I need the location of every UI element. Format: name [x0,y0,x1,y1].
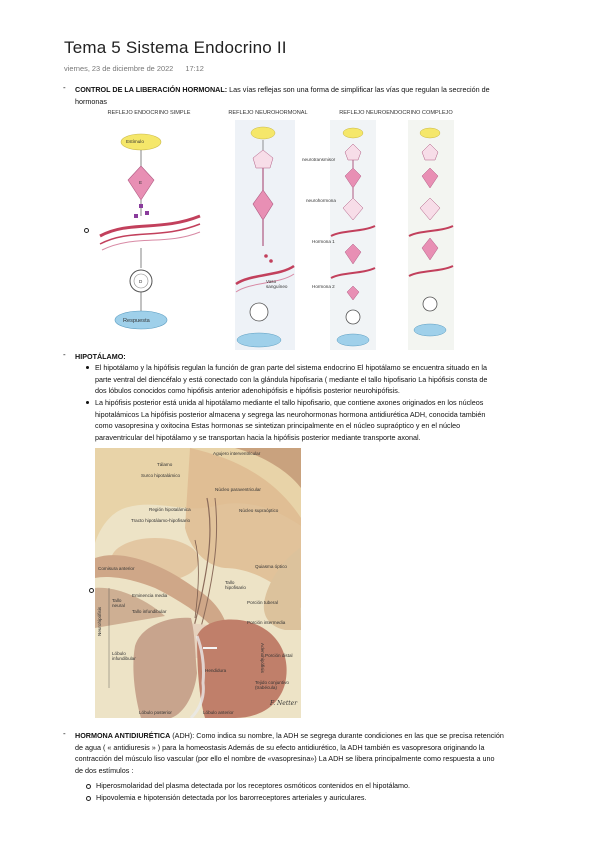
label-neurotransmisor: neurotransmisor [302,157,336,162]
label-estimulo: Estímulo [126,139,144,144]
lbl-surco: Surco hipotalámico [141,473,181,478]
section3-sub2: Hipovolemia e hipotensión detectada por … [96,793,367,802]
panel2-title: REFLEJO NEUROHORMONAL [228,110,308,116]
lbl-pars-distal: Porción distal [265,653,293,658]
lbl-tracto: Tracto hipotálamo-hipofisario [131,518,191,523]
lbl-supraoptico: Núcleo supraóptico [239,508,279,513]
label-neurohormona: neurohormona [306,198,336,203]
section2-heading: HIPOTÁLAMO: [75,352,126,361]
label-vaso-1: Vaso [266,279,277,284]
section1-text: Las vías reflejas son una forma de simpl… [227,85,490,94]
list-bullet-filled [86,401,89,404]
section1-paragraph: CONTROL DE LA LIBERACIÓN HORMONAL: Las v… [75,84,575,107]
panel3-complex [330,120,454,350]
lbl-agujero: Agujero interventricular [213,451,261,456]
page-title: Tema 5 Sistema Endocrino II [64,38,287,57]
lbl-region: Región hipotalámica [149,507,191,512]
lbl-tejido: Tejido conjuntivo (trabécula) [255,680,289,690]
section2-bullet2: La hipófisis posterior está unida al hip… [95,398,486,442]
list-bullet-filled [86,366,89,369]
reflex-diagram [99,120,454,350]
lbl-neurohipofisis: Neurohipófisis [97,606,102,636]
label-d: D [139,279,143,284]
label-vaso-2: sanguíneo [266,284,288,289]
label-e: E [139,180,143,185]
lbl-tallo-inf: Tallo infundibular [132,609,167,614]
hypothalamus-pituitary-figure: Agujero interventricular Tálamo Surco hi… [95,448,301,718]
netter-signature: F. Netter [270,700,298,707]
section1-text-2: hormonas [75,96,107,106]
panel1-title: REFLEJO ENDOCRINO SIMPLE [107,110,191,116]
list-bullet-circle [86,784,91,789]
bullet-dash: - [63,350,66,359]
note-date: viernes, 23 de diciembre de 2022 [64,64,174,73]
reflex-pathways-figure: REFLEJO ENDOCRINO SIMPLE REFLEJO NEUROHO… [90,108,490,350]
lbl-pars-intermedia: Porción intermedia [247,620,286,625]
label-vaso: Vaso sanguíneo [266,279,287,289]
panel1-simple-reflex [99,133,201,330]
section3-heading: HORMONA ANTIDIURÉTICA [75,731,171,740]
panel3-title: REFLEJO NEUROENDOCRINO COMPLEJO [339,110,453,116]
list-bullet-circle [84,228,89,233]
bullet-dash: - [63,729,66,738]
section3-paragraph: HORMONA ANTIDIURÉTICA (ADH): Como indica… [75,731,504,775]
label-hormona1: Hormona 1 [312,239,335,244]
netter-illustration [95,448,301,718]
lbl-paraventricular: Núcleo paraventricular [215,487,261,492]
note-meta: viernes, 23 de diciembre de 2022 17:12 [64,64,214,73]
section2-bullet1: El hipotálamo y la hipófisis regulan la … [95,363,488,396]
lbl-lob-ant: Lóbulo anterior [203,710,234,715]
lbl-talamo: Tálamo [157,462,173,467]
lbl-quiasma: Quiasma óptico [255,564,287,569]
lbl-comisura: Comisura anterior [98,566,135,571]
lbl-tallo-hip: Tallo hipofisario [225,580,246,590]
note-time: 17:12 [185,64,204,73]
bullet-dash: - [63,83,66,92]
lbl-hendidura: Hendidura [205,668,227,673]
lbl-pars-tuberal: Porción tuberal [247,600,278,605]
list-bullet-circle [89,588,94,593]
lbl-lob-post: Lóbulo posterior [139,710,172,715]
label-hormona2: Hormona 2 [312,284,335,289]
lbl-lobulo-inf: Lóbulo infundibular [112,651,136,661]
section1-heading: CONTROL DE LA LIBERACIÓN HORMONAL: [75,85,228,94]
panel2-neurohormonal [235,120,295,350]
label-respuesta: Respuesta [123,318,150,324]
lbl-eminencia: Eminencia media [132,593,168,598]
section3-sub1: Hiperosmolaridad del plasma detectada po… [96,781,411,790]
lbl-tallo-neural: Tallo neural [112,598,125,608]
list-bullet-circle [86,796,91,801]
